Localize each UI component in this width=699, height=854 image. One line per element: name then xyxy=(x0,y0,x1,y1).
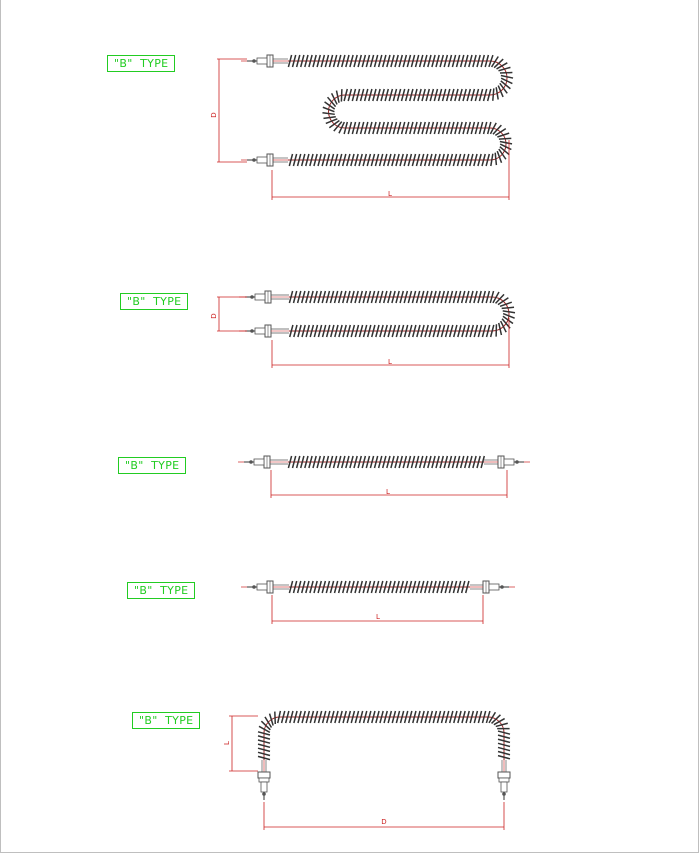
heater-2-plain-top xyxy=(271,294,289,300)
heater-3-dim-l-text: L xyxy=(386,488,390,496)
heater-1-finned-tube-core xyxy=(288,60,508,161)
heater-1-plain-bottom xyxy=(273,157,288,163)
heater-5-dim-d-text: D xyxy=(381,818,386,826)
heater-4-plain-right xyxy=(470,584,483,590)
heater-elements xyxy=(238,54,530,800)
heater-5-plain-left xyxy=(261,760,267,772)
heater-2-dim-d-text: D xyxy=(210,313,218,318)
heater-1-plain-top xyxy=(273,58,288,64)
heater-5-type-label: "B" TYPE xyxy=(132,712,201,729)
heater-4-type-label: "B" TYPE xyxy=(127,582,196,599)
heater-2-type-label: "B" TYPE xyxy=(120,293,189,310)
heater-3-terminal-left xyxy=(238,455,271,469)
heater-5-finned-tube-fins xyxy=(257,710,511,761)
heater-3-terminal-left-sleeve xyxy=(253,458,265,466)
heater-1-terminal-bottom xyxy=(241,153,274,167)
heater-1-dim-d-text: D xyxy=(210,112,218,117)
heater-4-terminal-left xyxy=(241,580,274,594)
dimension-lines: D L D L L L L D xyxy=(210,58,510,830)
heater-1-terminal-top xyxy=(241,54,274,68)
heater-5-terminal-left-sleeve xyxy=(260,781,268,793)
heater-5-terminal-left-nut xyxy=(257,771,271,779)
heater-5-finned-tube-outline xyxy=(263,716,505,760)
heater-1-type-label: "B" TYPE xyxy=(107,55,176,72)
heater-1-dim-l-text: L xyxy=(388,190,392,198)
heater-5-terminal-right-sleeve xyxy=(500,781,508,793)
heater-3-finned-tube xyxy=(287,455,486,469)
heater-1-finned-tube xyxy=(287,54,514,167)
heater-5-terminal-right xyxy=(497,771,511,800)
heater-5-finned-tube xyxy=(257,710,511,761)
heater-4-finned-tube xyxy=(288,580,470,594)
heater-3-terminal-right xyxy=(497,455,530,469)
heater-5-plain-right xyxy=(501,760,507,772)
heater-1-finned-tube-fins xyxy=(287,54,514,167)
heater-2-finned-tube-fins xyxy=(288,290,516,338)
heater-3-finned-tube-fins xyxy=(287,455,486,469)
heater-2-terminal-top-sleeve xyxy=(254,293,266,301)
heater-1-terminal-bottom-sleeve xyxy=(256,156,268,164)
heater-2-dim-l-text: L xyxy=(388,358,392,366)
heater-1-terminal-top-sleeve xyxy=(256,57,268,65)
heater-5-finned-tube-core xyxy=(263,716,505,760)
heater-4-plain-left xyxy=(273,584,289,590)
heater-5-terminal-right-nut xyxy=(497,771,511,779)
heater-2-terminal-bottom-sleeve xyxy=(254,327,266,335)
heater-5-terminal-left xyxy=(257,771,271,800)
heater-3-plain-left xyxy=(270,459,288,465)
heater-4-terminal-right-sleeve xyxy=(488,583,500,591)
heater-4-terminal-right xyxy=(482,580,515,594)
heater-2-plain-bottom xyxy=(271,328,289,334)
heater-4-dim-l-text: L xyxy=(376,613,380,621)
heater-3-plain-right xyxy=(484,459,498,465)
heater-3-terminal-right-sleeve xyxy=(503,458,515,466)
heater-1-finned-tube-outline xyxy=(288,60,508,161)
heater-4-terminal-left-sleeve xyxy=(256,583,268,591)
heater-4-finned-tube-fins xyxy=(288,580,470,594)
heater-2-finned-tube xyxy=(288,290,516,338)
heater-5-dim-l-text: L xyxy=(223,741,231,745)
heater-3-type-label: "B" TYPE xyxy=(118,457,187,474)
